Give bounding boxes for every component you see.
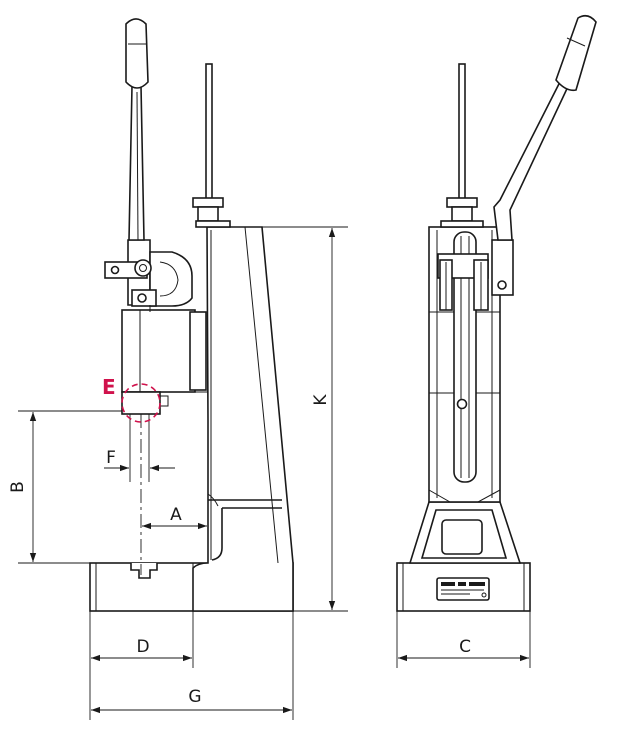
lever-shaft: [128, 85, 145, 241]
press-column: [192, 226, 294, 612]
front-lever-handle: [555, 14, 597, 92]
front-stop-rod: [458, 63, 466, 205]
label-b: B: [8, 481, 28, 493]
label-c: C: [459, 637, 471, 657]
toggle-block: [149, 251, 193, 307]
side-view: [89, 18, 294, 612]
ram-tip: [121, 391, 161, 415]
front-window: [441, 519, 483, 555]
dimensions: [18, 226, 531, 720]
ram-housing: [121, 309, 196, 393]
detail-circle-e: [121, 383, 161, 423]
stop-knob: [197, 206, 219, 222]
t-slot: [130, 563, 158, 579]
lever-handle: [125, 18, 149, 89]
label-f: F: [106, 448, 116, 468]
label-d: D: [136, 637, 149, 657]
front-pin: [456, 398, 468, 410]
stop-rod: [205, 63, 213, 205]
label-a: A: [170, 505, 182, 525]
label-g: G: [188, 687, 201, 707]
front-lever-shaft: [493, 72, 574, 241]
front-view: [396, 14, 597, 612]
pivot-pin: [134, 259, 152, 277]
label-k: K: [311, 394, 331, 406]
name-plate: [436, 577, 490, 601]
front-slot: [453, 231, 477, 483]
label-e: E: [102, 375, 116, 399]
